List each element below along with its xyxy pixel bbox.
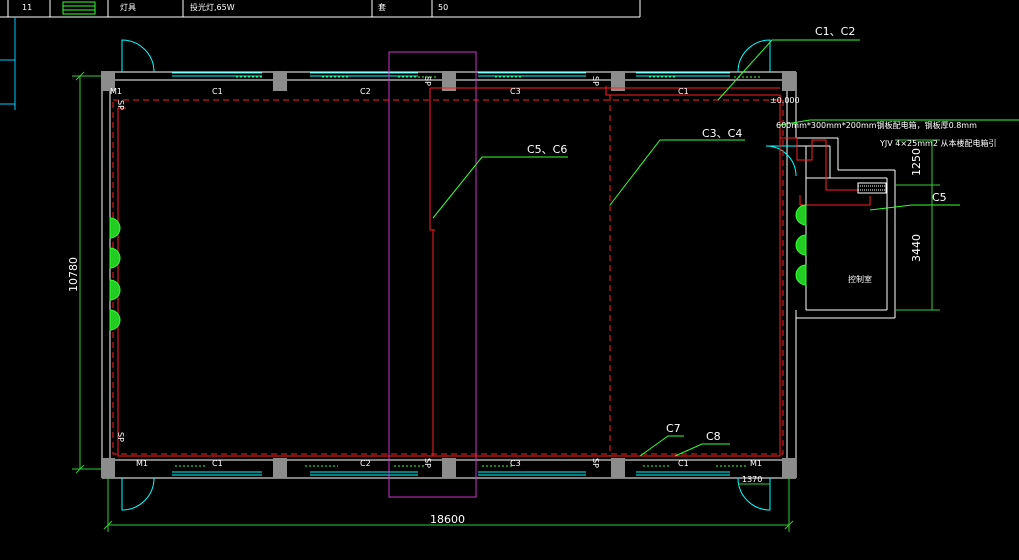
callout-c7: C7 (666, 422, 681, 435)
label-sp-4: SP (591, 76, 600, 86)
leader-lines (432, 39, 1019, 457)
columns (101, 71, 796, 478)
table-row-number: 11 (22, 3, 32, 12)
label-c2-top: C2 (360, 87, 371, 96)
label-sp-3: SP (423, 76, 432, 86)
sp-labels: SP SP SP SP SP SP (116, 76, 600, 468)
label-control-room: 控制室 (848, 274, 872, 284)
label-m1-bottom-right: M1 (750, 459, 762, 468)
lamp-icon (795, 264, 807, 286)
lamp-icon (795, 234, 807, 256)
label-elevation: ±0.000 (770, 96, 800, 105)
room-labels: M1 C1 C2 C3 C1 M1 C1 C2 C3 C1 M1 ±0.000 … (110, 87, 872, 468)
label-c1-bottom-2: C1 (678, 459, 689, 468)
frame-left (0, 17, 16, 110)
windows-bottom (172, 471, 730, 476)
label-c1-bottom-1: C1 (212, 459, 223, 468)
lamp-icon (109, 309, 121, 331)
callout-labels: C1、C2 C3、C4 C5、C6 C5 C7 C8 600mm*300mm*2… (527, 25, 996, 443)
callout-c3-c4: C3、C4 (702, 127, 742, 140)
table-item-name: 灯具 (120, 2, 136, 12)
wall-lamps (109, 204, 807, 331)
dim-total-height: 10780 (67, 257, 80, 292)
lighting-strips (175, 76, 760, 467)
label-c3-top: C3 (510, 87, 521, 96)
callout-cable-note: YJV 4×25mm2 从本楼配电箱引 (879, 138, 996, 148)
callout-c5-c6: C5、C6 (527, 143, 567, 156)
label-sp-6: SP (591, 458, 600, 468)
lamp-symbol-icon (62, 1, 96, 15)
windows-top (172, 72, 730, 77)
lamp-icon (109, 247, 121, 269)
table-spec: 投光灯,65W (190, 2, 235, 12)
crane-boundary (388, 51, 477, 498)
callout-c5: C5 (932, 191, 947, 204)
label-c2-bottom: C2 (360, 459, 371, 468)
label-c3-bottom: C3 (510, 459, 521, 468)
dimension-lines (72, 71, 940, 532)
label-c1-top-1: C1 (212, 87, 223, 96)
lamp-icon (109, 217, 121, 239)
table-unit: 套 (378, 2, 386, 12)
dim-total-width: 18600 (430, 513, 465, 526)
callout-c8: C8 (706, 430, 721, 443)
label-sp-2: SP (116, 432, 125, 442)
label-c1-top-2: C1 (678, 87, 689, 96)
callout-c1-c2: C1、C2 (815, 25, 855, 38)
dim-right-lower: 3440 (910, 234, 923, 262)
dim-right-upper: 1250 (910, 148, 923, 176)
material-table: 11 灯具 投光灯,65W 套 50 (0, 0, 641, 18)
callout-tray-note: 600mm*300mm*200mm钢板配电箱，钢板厚0.8mm (776, 120, 977, 130)
table-quantity: 50 (438, 3, 448, 12)
cable-routes (110, 86, 871, 457)
label-m1-bottom-left: M1 (136, 459, 148, 468)
dimension-labels: 18600 10780 1250 3440 1370 (67, 148, 923, 526)
label-sp-1: SP (116, 100, 125, 110)
distribution-box-icon (857, 182, 887, 194)
lamp-icon (795, 204, 807, 226)
lamp-icon (109, 279, 121, 301)
label-sp-5: SP (423, 458, 432, 468)
label-m1-top-left: M1 (110, 87, 122, 96)
dim-door-width: 1370 (742, 475, 762, 484)
